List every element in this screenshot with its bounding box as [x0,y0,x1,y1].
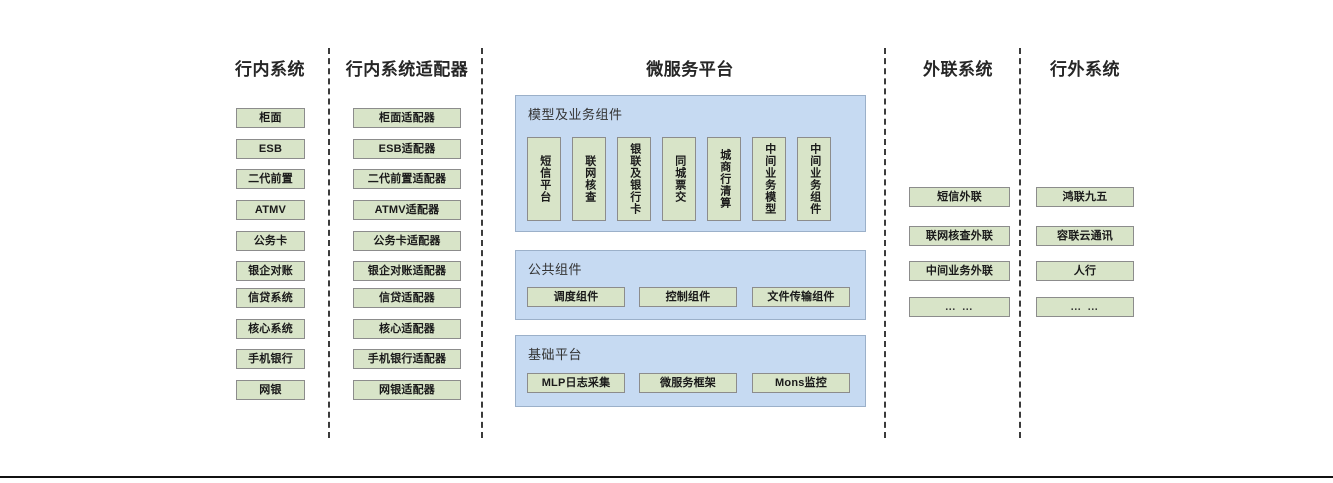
column-title-in-bank-systems: 行内系统 [235,60,305,79]
separator-3 [884,48,886,438]
node-base-platform-component[interactable]: MLP日志采集 [527,373,625,393]
column-title-in-bank-adapters: 行内系统适配器 [345,60,469,79]
node-out-bank-system[interactable]: 容联云通讯 [1036,226,1134,246]
node-in-bank-system[interactable]: 柜面 [236,108,305,128]
panel-title-base-platform: 基础平台 [528,347,583,362]
node-model-component[interactable]: 城商行清算 [707,137,741,221]
node-out-bank-system-more[interactable]: … … [1036,297,1134,317]
panel-title-model-business-components: 模型及业务组件 [528,107,623,122]
node-in-bank-adapter[interactable]: 手机银行适配器 [353,349,461,369]
node-in-bank-adapter[interactable]: 公务卡适配器 [353,231,461,251]
node-in-bank-adapter[interactable]: 信贷适配器 [353,288,461,308]
node-in-bank-adapter[interactable]: 二代前置适配器 [353,169,461,189]
panel-common-components: 公共组件 [515,250,866,320]
separator-4 [1019,48,1021,438]
node-external-link-system[interactable]: 短信外联 [909,187,1010,207]
node-in-bank-system[interactable]: ESB [236,139,305,159]
node-model-component[interactable]: 中间业务组件 [797,137,831,221]
node-in-bank-adapter[interactable]: ESB适配器 [353,139,461,159]
node-in-bank-system[interactable]: 二代前置 [236,169,305,189]
node-in-bank-adapter[interactable]: 核心适配器 [353,319,461,339]
node-common-component[interactable]: 调度组件 [527,287,625,307]
node-in-bank-system[interactable]: 银企对账 [236,261,305,281]
node-external-link-system[interactable]: 联网核查外联 [909,226,1010,246]
node-common-component[interactable]: 控制组件 [639,287,737,307]
node-model-component[interactable]: 短信平台 [527,137,561,221]
column-title-out-bank-systems: 行外系统 [1050,60,1120,79]
node-base-platform-component[interactable]: Mons监控 [752,373,850,393]
separator-1 [328,48,330,438]
column-title-external-link-systems: 外联系统 [923,60,993,79]
node-model-component[interactable]: 中间业务模型 [752,137,786,221]
node-external-link-system[interactable]: 中间业务外联 [909,261,1010,281]
separator-2 [481,48,483,438]
node-in-bank-system[interactable]: 公务卡 [236,231,305,251]
node-in-bank-system[interactable]: ATMV [236,200,305,220]
panel-base-platform: 基础平台 [515,335,866,407]
node-in-bank-system[interactable]: 信贷系统 [236,288,305,308]
node-model-component[interactable]: 联网核查 [572,137,606,221]
node-in-bank-system[interactable]: 手机银行 [236,349,305,369]
node-in-bank-system[interactable]: 网银 [236,380,305,400]
node-in-bank-system[interactable]: 核心系统 [236,319,305,339]
node-model-component[interactable]: 同城票交 [662,137,696,221]
node-external-link-system-more[interactable]: … … [909,297,1010,317]
node-out-bank-system[interactable]: 人行 [1036,261,1134,281]
node-in-bank-adapter[interactable]: 网银适配器 [353,380,461,400]
node-common-component[interactable]: 文件传输组件 [752,287,850,307]
node-in-bank-adapter[interactable]: 柜面适配器 [353,108,461,128]
node-in-bank-adapter[interactable]: 银企对账适配器 [353,261,461,281]
column-title-microservice-platform: 微服务平台 [646,60,734,79]
node-model-component[interactable]: 银联及银行卡 [617,137,651,221]
panel-title-common-components: 公共组件 [528,262,583,277]
node-base-platform-component[interactable]: 微服务框架 [639,373,737,393]
node-in-bank-adapter[interactable]: ATMV适配器 [353,200,461,220]
node-out-bank-system[interactable]: 鸿联九五 [1036,187,1134,207]
bottom-divider [0,476,1333,478]
